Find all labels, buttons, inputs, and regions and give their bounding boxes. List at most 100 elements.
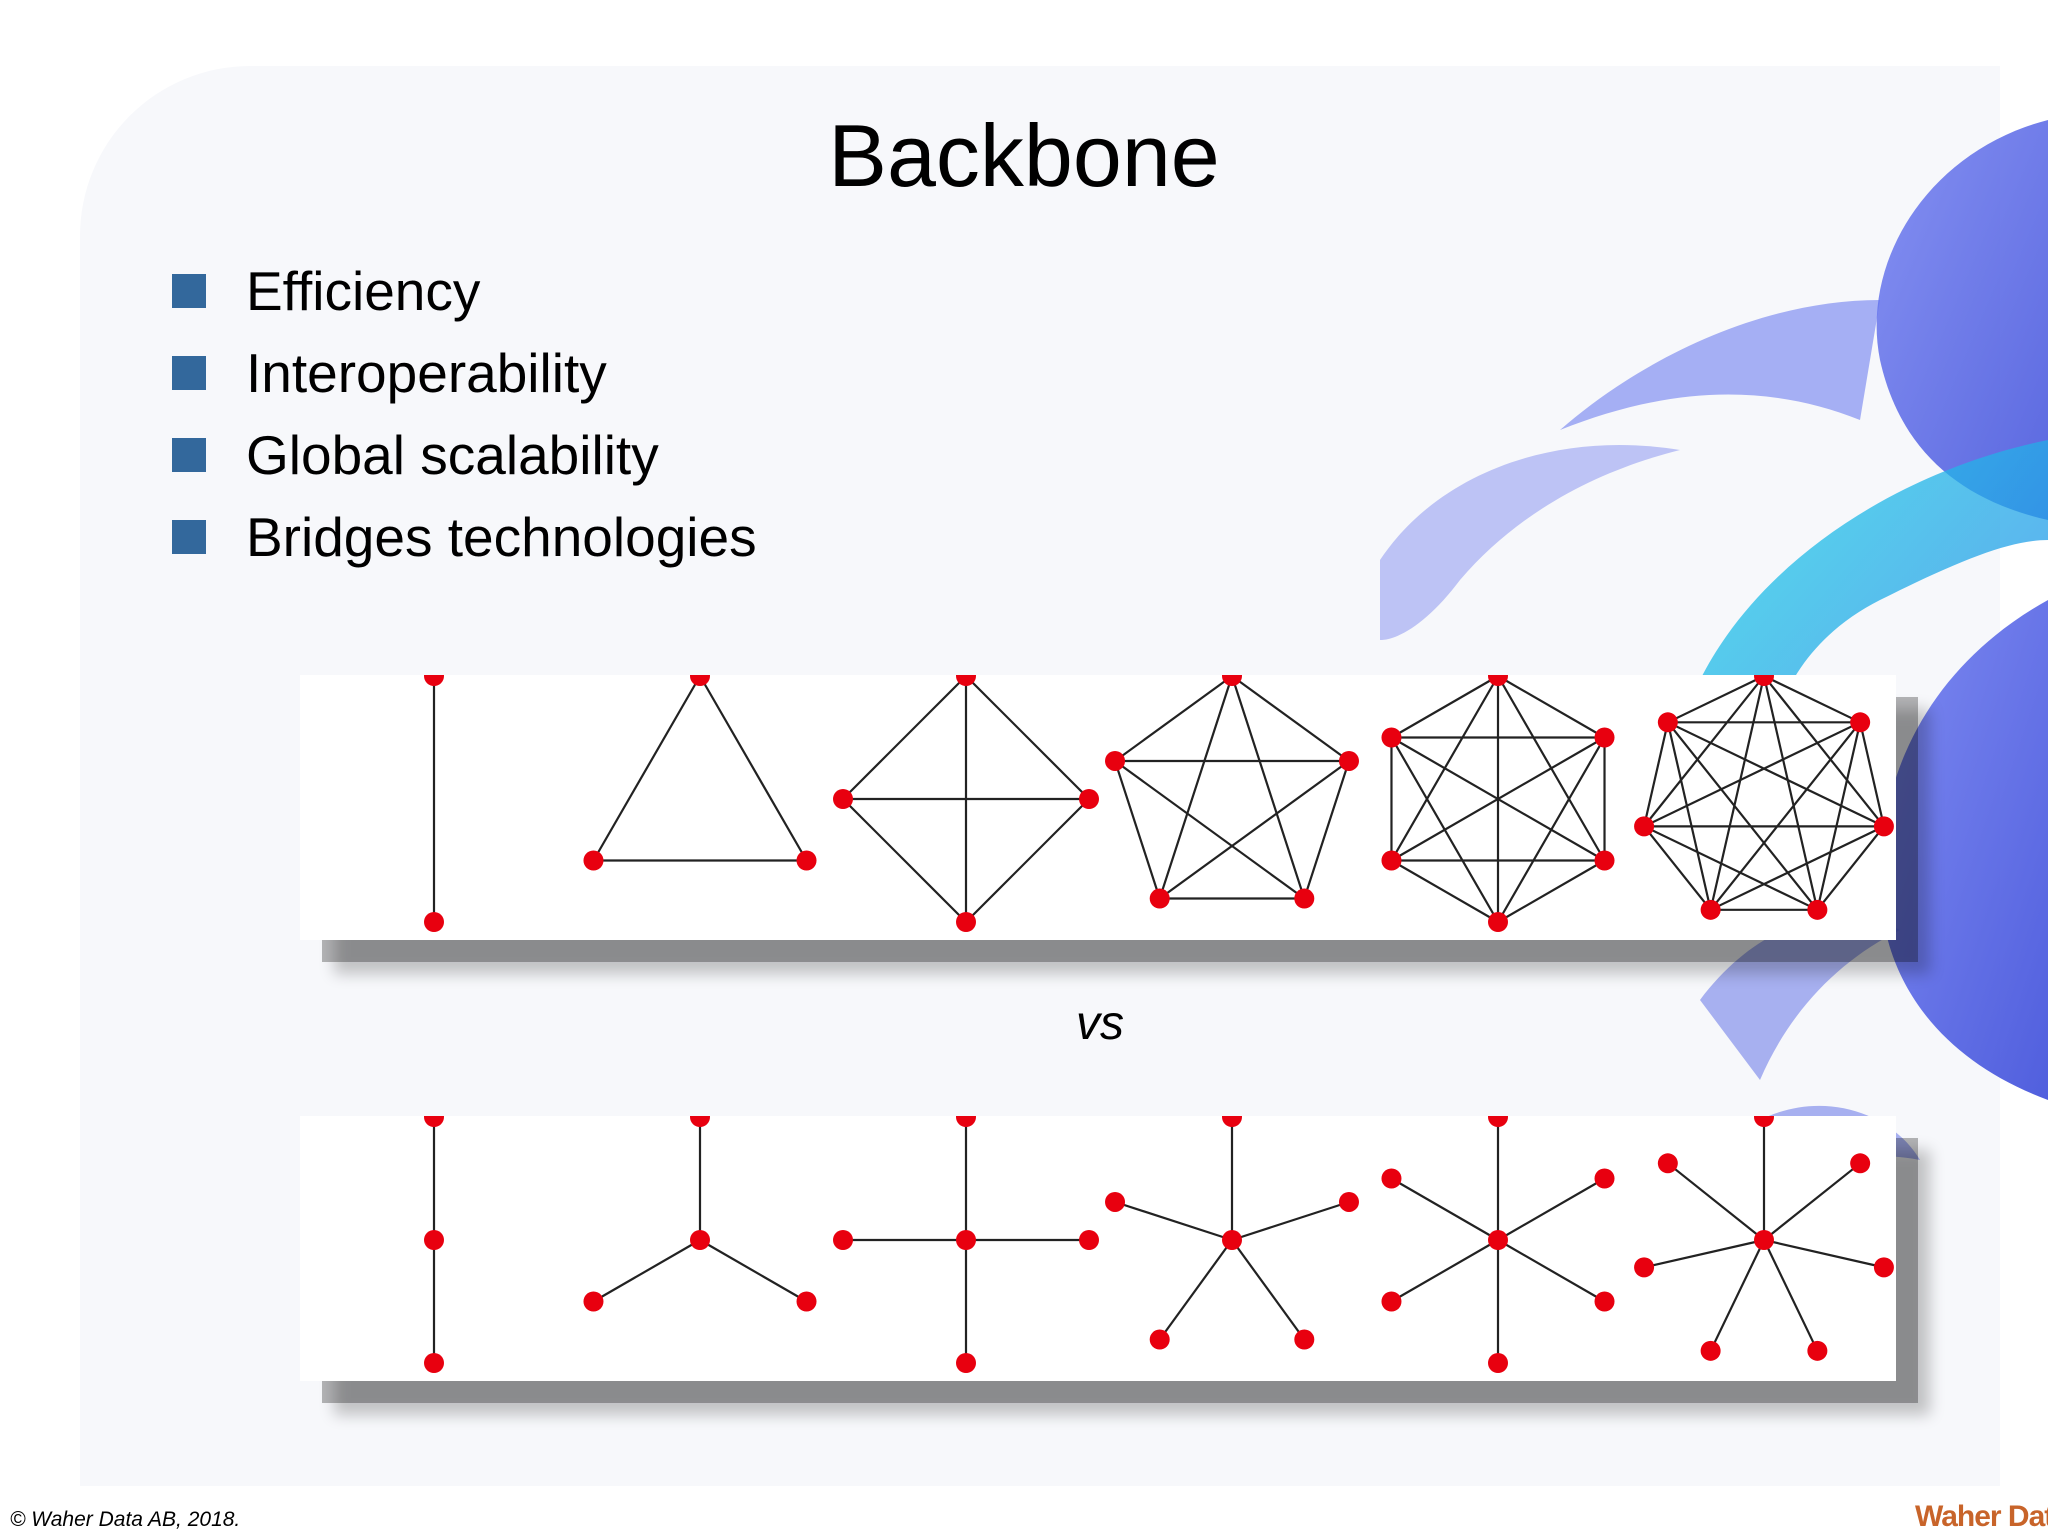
star-leaf-node <box>1700 1340 1721 1361</box>
star-leaf-node <box>424 1353 444 1373</box>
mesh-edge <box>1390 675 1499 739</box>
mesh-edge <box>842 675 967 800</box>
mesh-edge <box>1643 721 1861 828</box>
star-edge <box>1643 1238 1765 1269</box>
mesh-node <box>1850 712 1871 733</box>
mesh-edge <box>1390 736 1499 923</box>
square-bullet-icon <box>172 356 206 390</box>
star-leaf-node <box>833 1230 853 1250</box>
mesh-node <box>583 850 604 871</box>
star-leaf-node <box>956 1353 976 1373</box>
star-edge <box>1231 1200 1350 1242</box>
mesh-node <box>1338 750 1359 771</box>
mesh-edge <box>1643 825 1818 911</box>
mesh-edge <box>1231 675 1350 762</box>
star-leaf-node <box>1634 1257 1655 1278</box>
mesh-edge <box>699 675 808 862</box>
mesh-node <box>1700 899 1721 920</box>
mesh-node <box>1079 789 1099 809</box>
company-logo: Waher Data <box>1915 1500 2048 1533</box>
star-edge <box>699 1239 808 1303</box>
mesh-node <box>796 850 817 871</box>
star-leaf-node <box>1079 1230 1099 1250</box>
square-bullet-icon <box>172 274 206 308</box>
star-leaf-node <box>1807 1340 1828 1361</box>
star-leaf-node <box>1294 1329 1315 1350</box>
star-leaf-node <box>1381 1168 1402 1189</box>
vs-label: vs <box>1076 997 1124 1050</box>
star-leaf-node <box>1222 1116 1242 1127</box>
star-leaf-node <box>1594 1291 1615 1312</box>
bullet-list: Efficiency Interoperability Global scala… <box>172 250 757 578</box>
mesh-diagram <box>424 675 1894 932</box>
star-edge <box>1497 1239 1606 1303</box>
star-leaf-node <box>1381 1291 1402 1312</box>
mesh-node <box>833 789 853 809</box>
mesh-node <box>1594 850 1615 871</box>
mesh-edge <box>965 798 1090 923</box>
star-edge <box>1763 1239 1819 1352</box>
star-hub-node <box>956 1230 976 1250</box>
bullet-text: Interoperability <box>246 342 607 404</box>
star-edge <box>1667 1162 1765 1241</box>
star-leaf-node <box>424 1116 444 1127</box>
star-edge <box>1158 1239 1233 1341</box>
star-leaf-node <box>1488 1116 1508 1127</box>
star-leaf-node <box>690 1116 710 1127</box>
mesh-node <box>1807 899 1828 920</box>
star-leaf-node <box>1338 1191 1359 1212</box>
star-hub-node <box>1222 1230 1242 1250</box>
mesh-node <box>1657 712 1678 733</box>
square-bullet-icon <box>172 520 206 554</box>
star-leaf-node <box>1657 1153 1678 1174</box>
star-leaf-node <box>1594 1168 1615 1189</box>
mesh-node <box>1594 727 1615 748</box>
mesh-node <box>1381 850 1402 871</box>
square-bullet-icon <box>172 438 206 472</box>
mesh-edge <box>1114 675 1233 762</box>
mesh-edge <box>1859 722 1885 827</box>
mesh-node <box>1634 816 1655 837</box>
mesh-edge <box>1159 760 1350 900</box>
star-edge <box>1497 1177 1606 1241</box>
mesh-edge <box>842 798 967 923</box>
star-leaf-node <box>956 1116 976 1127</box>
bullet-text: Bridges technologies <box>246 506 757 568</box>
mesh-edge <box>1666 722 1712 911</box>
mesh-node <box>1149 888 1170 909</box>
mesh-edge <box>1158 675 1234 899</box>
mesh-node <box>424 912 444 932</box>
star-edge <box>1709 1239 1765 1352</box>
star-leaf-node <box>1149 1329 1170 1350</box>
mesh-edge <box>1666 721 1819 911</box>
mesh-edge <box>1497 859 1606 923</box>
mesh-edge <box>1763 675 1861 724</box>
star-diagram <box>424 1116 1894 1373</box>
star-leaf-node <box>796 1291 817 1312</box>
star-hub-node <box>1754 1230 1774 1250</box>
mesh-edge <box>1709 675 1766 911</box>
mesh-edge <box>1643 722 1669 827</box>
star-hub-node <box>690 1230 710 1250</box>
mesh-edge <box>1303 760 1351 899</box>
star-leaf-node <box>1873 1257 1894 1278</box>
star-leaf-node <box>1850 1153 1871 1174</box>
copyright-footer: © Waher Data AB, 2018. <box>10 1508 241 1531</box>
mesh-edge <box>592 675 701 862</box>
mesh-edge <box>1643 825 1712 911</box>
mesh-diagram-panel <box>300 675 1896 940</box>
star-leaf-node <box>1488 1353 1508 1373</box>
mesh-node <box>1488 912 1508 932</box>
mesh-node <box>1105 750 1126 771</box>
mesh-edge <box>1762 675 1819 911</box>
mesh-edge <box>1230 675 1306 899</box>
mesh-edge <box>1709 721 1862 911</box>
star-edge <box>1763 1238 1885 1269</box>
bullet-item: Efficiency <box>172 250 757 332</box>
mesh-edge <box>1816 825 1885 911</box>
star-leaf-node <box>583 1291 604 1312</box>
mesh-node <box>956 912 976 932</box>
star-edge <box>1114 1200 1233 1242</box>
star-hub-node <box>1488 1230 1508 1250</box>
mesh-edge <box>1667 675 1765 724</box>
